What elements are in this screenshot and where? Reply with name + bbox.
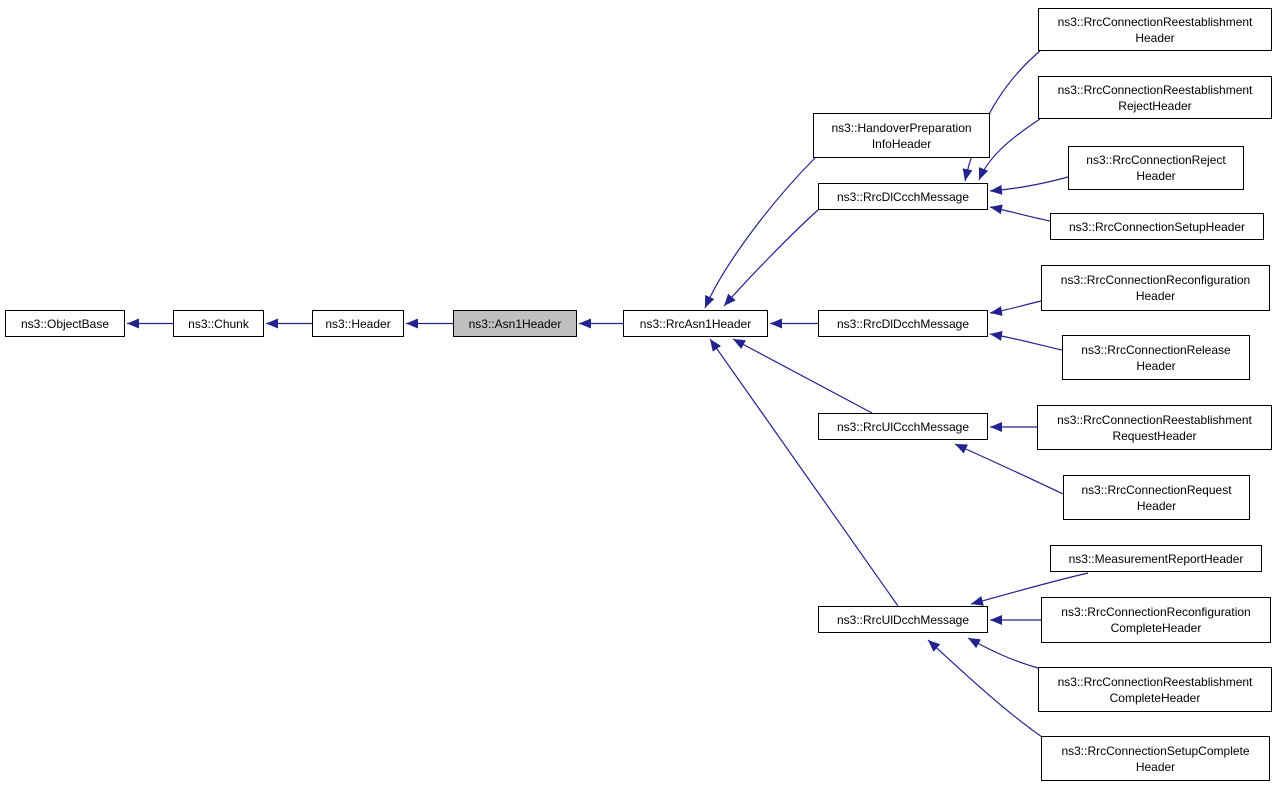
edge-rrc-connection-setup-header-to-rrc-dl-ccch-message bbox=[989, 204, 1051, 222]
node-rrc-dl-ccch-message[interactable]: ns3::RrcDlCcchMessage bbox=[818, 183, 988, 210]
node-rrc-connection-reestablishment-request-header[interactable]: ns3::RrcConnectionReestablishment Reques… bbox=[1037, 405, 1272, 450]
node-rrc-connection-release-header[interactable]: ns3::RrcConnectionRelease Header bbox=[1062, 335, 1250, 380]
node-header[interactable]: ns3::Header bbox=[312, 310, 404, 337]
edge-rrc-connection-release-header-to-rrc-dl-dcch-message bbox=[989, 330, 1063, 351]
node-rrc-ul-dcch-message[interactable]: ns3::RrcUlDcchMessage bbox=[818, 606, 988, 633]
edge-rrc-connection-reconfiguration-header-to-rrc-dl-dcch-message bbox=[989, 300, 1042, 316]
node-object-base[interactable]: ns3::ObjectBase bbox=[5, 310, 125, 337]
node-rrc-connection-reject-header[interactable]: ns3::RrcConnectionReject Header bbox=[1068, 146, 1244, 190]
node-rrc-ul-ccch-message[interactable]: ns3::RrcUlCcchMessage bbox=[818, 413, 988, 440]
node-rrc-connection-reestablishment-complete-header[interactable]: ns3::RrcConnectionReestablishment Comple… bbox=[1038, 667, 1272, 712]
node-rrc-dl-dcch-message[interactable]: ns3::RrcDlDcchMessage bbox=[818, 310, 988, 337]
node-handover-preparation-info-header[interactable]: ns3::HandoverPreparation InfoHeader bbox=[813, 113, 990, 158]
edge-rrc-connection-reject-header-to-rrc-dl-ccch-message bbox=[989, 176, 1069, 195]
node-measurement-report-header[interactable]: ns3::MeasurementReportHeader bbox=[1050, 545, 1262, 572]
edge-rrc-connection-reestablishment-complete-header-to-rrc-ul-dcch-message bbox=[967, 637, 1039, 669]
edge-handover-preparation-info-header-to-rrc-asn1-header bbox=[704, 157, 816, 309]
node-rrc-connection-setup-complete-header[interactable]: ns3::RrcConnectionSetupComplete Header bbox=[1041, 736, 1270, 781]
edge-rrc-connection-setup-complete-header-to-rrc-ul-dcch-message bbox=[927, 639, 1043, 738]
node-rrc-connection-reestablishment-header[interactable]: ns3::RrcConnectionReestablishment Header bbox=[1038, 8, 1272, 51]
node-rrc-connection-reconfiguration-complete-header[interactable]: ns3::RrcConnectionReconfiguration Comple… bbox=[1041, 597, 1271, 643]
edge-rrc-ul-ccch-message-to-rrc-asn1-header bbox=[732, 338, 873, 414]
edge-rrc-ul-dcch-message-to-rrc-asn1-header bbox=[709, 338, 899, 607]
node-rrc-asn1-header[interactable]: ns3::RrcAsn1Header bbox=[623, 310, 768, 337]
node-rrc-connection-reconfiguration-header[interactable]: ns3::RrcConnectionReconfiguration Header bbox=[1041, 265, 1270, 311]
node-rrc-connection-setup-header[interactable]: ns3::RrcConnectionSetupHeader bbox=[1050, 213, 1264, 240]
node-chunk[interactable]: ns3::Chunk bbox=[173, 310, 264, 337]
edge-rrc-dl-ccch-message-to-rrc-asn1-header bbox=[723, 209, 819, 307]
node-asn1-header: ns3::Asn1Header bbox=[453, 310, 577, 337]
node-rrc-connection-request-header[interactable]: ns3::RrcConnectionRequest Header bbox=[1063, 475, 1250, 520]
node-rrc-connection-reestablishment-reject-header[interactable]: ns3::RrcConnectionReestablishment Reject… bbox=[1038, 76, 1272, 119]
edge-rrc-connection-request-header-to-rrc-ul-ccch-message bbox=[954, 443, 1064, 495]
